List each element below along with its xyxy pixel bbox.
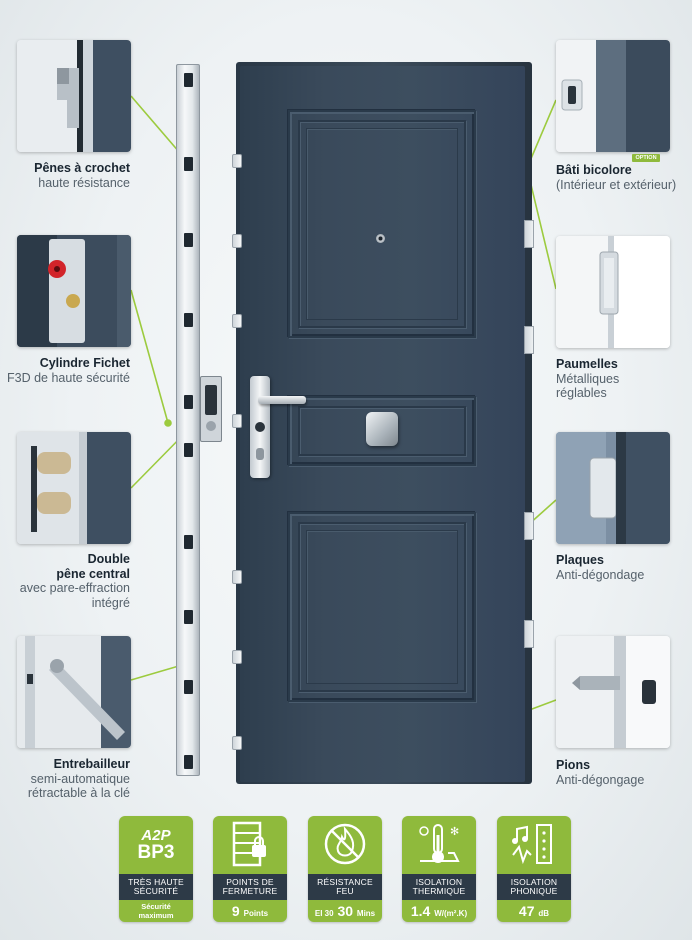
caption-anti-lift-pins: Pions Anti-dégongage [556, 758, 645, 787]
lever-handle-plate [250, 376, 270, 478]
badge-fire-resistance: RÉSISTANCE FEU EI 30 30 Mins [308, 816, 382, 922]
thumb-hinges [556, 236, 670, 348]
multipoint-lock-strip [176, 64, 200, 776]
thumb-double-bolt [17, 432, 131, 544]
lever-handle [258, 396, 306, 404]
caption-fichet-cylinder: Cylindre Fichet F3D de haute sécurité [7, 356, 130, 385]
sound-insulation-icon [512, 824, 552, 865]
thumb-hook-bolts [17, 40, 131, 152]
door-panel-bottom [288, 512, 476, 702]
caption-door-limiter: Entrebailleur semi-automatique rétractab… [27, 757, 130, 800]
badge-thermal-insulation: ✻ ISOLATION THERMIQUE 1.4 W/(m².K) [402, 816, 476, 922]
door-pull-handle [366, 412, 398, 446]
caption-bicolor-frame: Bâti bicolore (Intérieur et extérieur) [556, 163, 677, 192]
thumb-bicolor-frame [556, 40, 670, 152]
locking-points-icon [232, 821, 266, 867]
caption-anti-lift-plates: Plaques Anti-dégondage [556, 553, 645, 582]
door-panel-middle [288, 396, 476, 466]
thumb-fichet-cylinder [17, 235, 131, 347]
peephole-icon [376, 234, 385, 243]
option-tag: OPTION [632, 154, 660, 162]
caption-double-bolt: Double pêne central avec pare-effraction… [19, 552, 130, 610]
hinge [524, 620, 534, 648]
thermometer-icon: ✻ [419, 824, 460, 863]
badge-sound-insulation: ISOLATION PHONIQUE 47 dB [497, 816, 571, 922]
door-panel-top [288, 110, 476, 338]
svg-text:✻: ✻ [450, 825, 459, 838]
central-lock-case [200, 376, 222, 442]
thumb-anti-lift-plates [556, 432, 670, 544]
a2p-bp3-logo: A2P BP3 [137, 827, 175, 863]
fire-resistance-icon [324, 823, 366, 865]
lock-cylinder-icon [255, 422, 265, 432]
hinge [524, 220, 534, 248]
armored-door [240, 66, 525, 782]
hinge [524, 326, 534, 354]
badge-locking-points: POINTS DE FERMETURE 9 Points [213, 816, 287, 922]
caption-hinges: Paumelles Métalliques réglables [556, 357, 620, 400]
thumb-anti-lift-pins [556, 636, 670, 748]
caption-hook-bolts: Pênes à crochet haute résistance [34, 161, 130, 190]
hinge [524, 512, 534, 540]
badge-security: A2P BP3 TRÈS HAUTE SÉCURITÉ Sécurité max… [119, 816, 193, 922]
thumb-door-limiter [17, 636, 131, 748]
